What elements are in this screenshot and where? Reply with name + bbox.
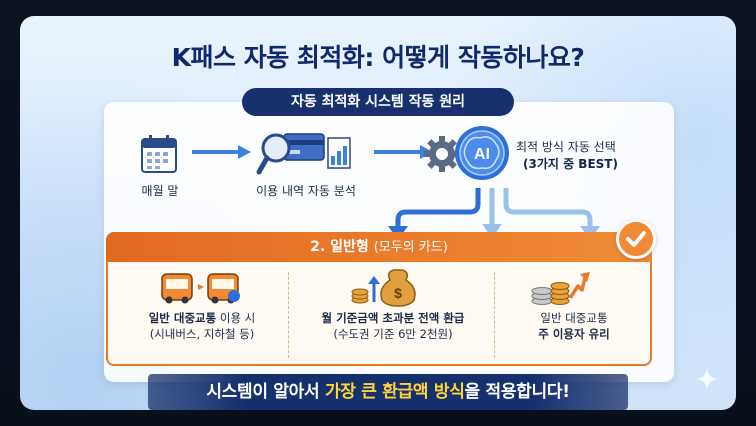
check-badge (616, 219, 656, 259)
panel-subtitle: 자동 최적화 시스템 작동 원리 (242, 88, 514, 116)
col1-bold: 일반 대중교통 (148, 311, 217, 325)
ai-brain-gear-icon: AI (424, 126, 509, 180)
col2-line2: (수도권 기준 6만 2천원) (333, 327, 453, 341)
banner-pre: 시스템이 알아서 (206, 382, 325, 402)
sparkle-icon (696, 368, 718, 390)
coins-arrow-icon (531, 272, 590, 305)
method-paren: (모두의 카드) (373, 240, 448, 255)
step-analysis-label: 이용 내역 자동 분석 (256, 184, 356, 198)
column-general-transit: 일반 대중교통 이용 시 (시내버스, 지하철 등) (124, 310, 280, 342)
col1-line2: (시내버스, 지하철 등) (149, 327, 255, 341)
svg-text:$: $ (394, 285, 402, 301)
banner-highlight: 가장 큰 환급액 방식 (324, 382, 465, 402)
infographic-card: K패스 자동 최적화: 어떻게 작동하나요? 자동 최적화 시스템 작동 원리 … (20, 16, 736, 410)
column-divider (494, 272, 495, 358)
column-heavy-user: 일반 대중교통 주 이용자 유리 (504, 310, 644, 342)
bottom-banner: 시스템이 알아서 가장 큰 환급액 방식을 적용합니다! (148, 374, 628, 410)
col3-line1: 일반 대중교통 (540, 311, 608, 325)
card-magnifier-icon (256, 133, 351, 175)
col1-rest: 이용 시 (216, 311, 256, 325)
arrow-right-icon (192, 145, 251, 159)
page-title: K패스 자동 최적화: 어떻게 작동하나요? (171, 43, 585, 72)
step-select-label: 최적 방식 자동 선택 (516, 140, 616, 154)
method-name: 2. 일반형 (310, 239, 369, 255)
money-bag-icon: $ (351, 269, 416, 307)
checkmark-icon (626, 231, 646, 247)
step-month-end-label: 매월 말 (141, 184, 179, 198)
step-select-sub: (3가지 중 BEST) (523, 157, 618, 171)
bus-icon (161, 273, 240, 304)
col2-bold: 월 기준금액 초과분 전액 환급 (321, 311, 465, 325)
selected-method-heading: 2. 일반형 (모두의 카드) (106, 232, 652, 262)
calendar-icon (141, 135, 177, 173)
col3-bold: 주 이용자 유리 (538, 327, 610, 341)
ai-label: AI (474, 146, 490, 163)
column-refund: 월 기준금액 초과분 전액 환급 (수도권 기준 6만 2천원) (298, 310, 488, 342)
column-divider (288, 272, 289, 358)
banner-post: 을 적용합니다! (464, 382, 570, 402)
